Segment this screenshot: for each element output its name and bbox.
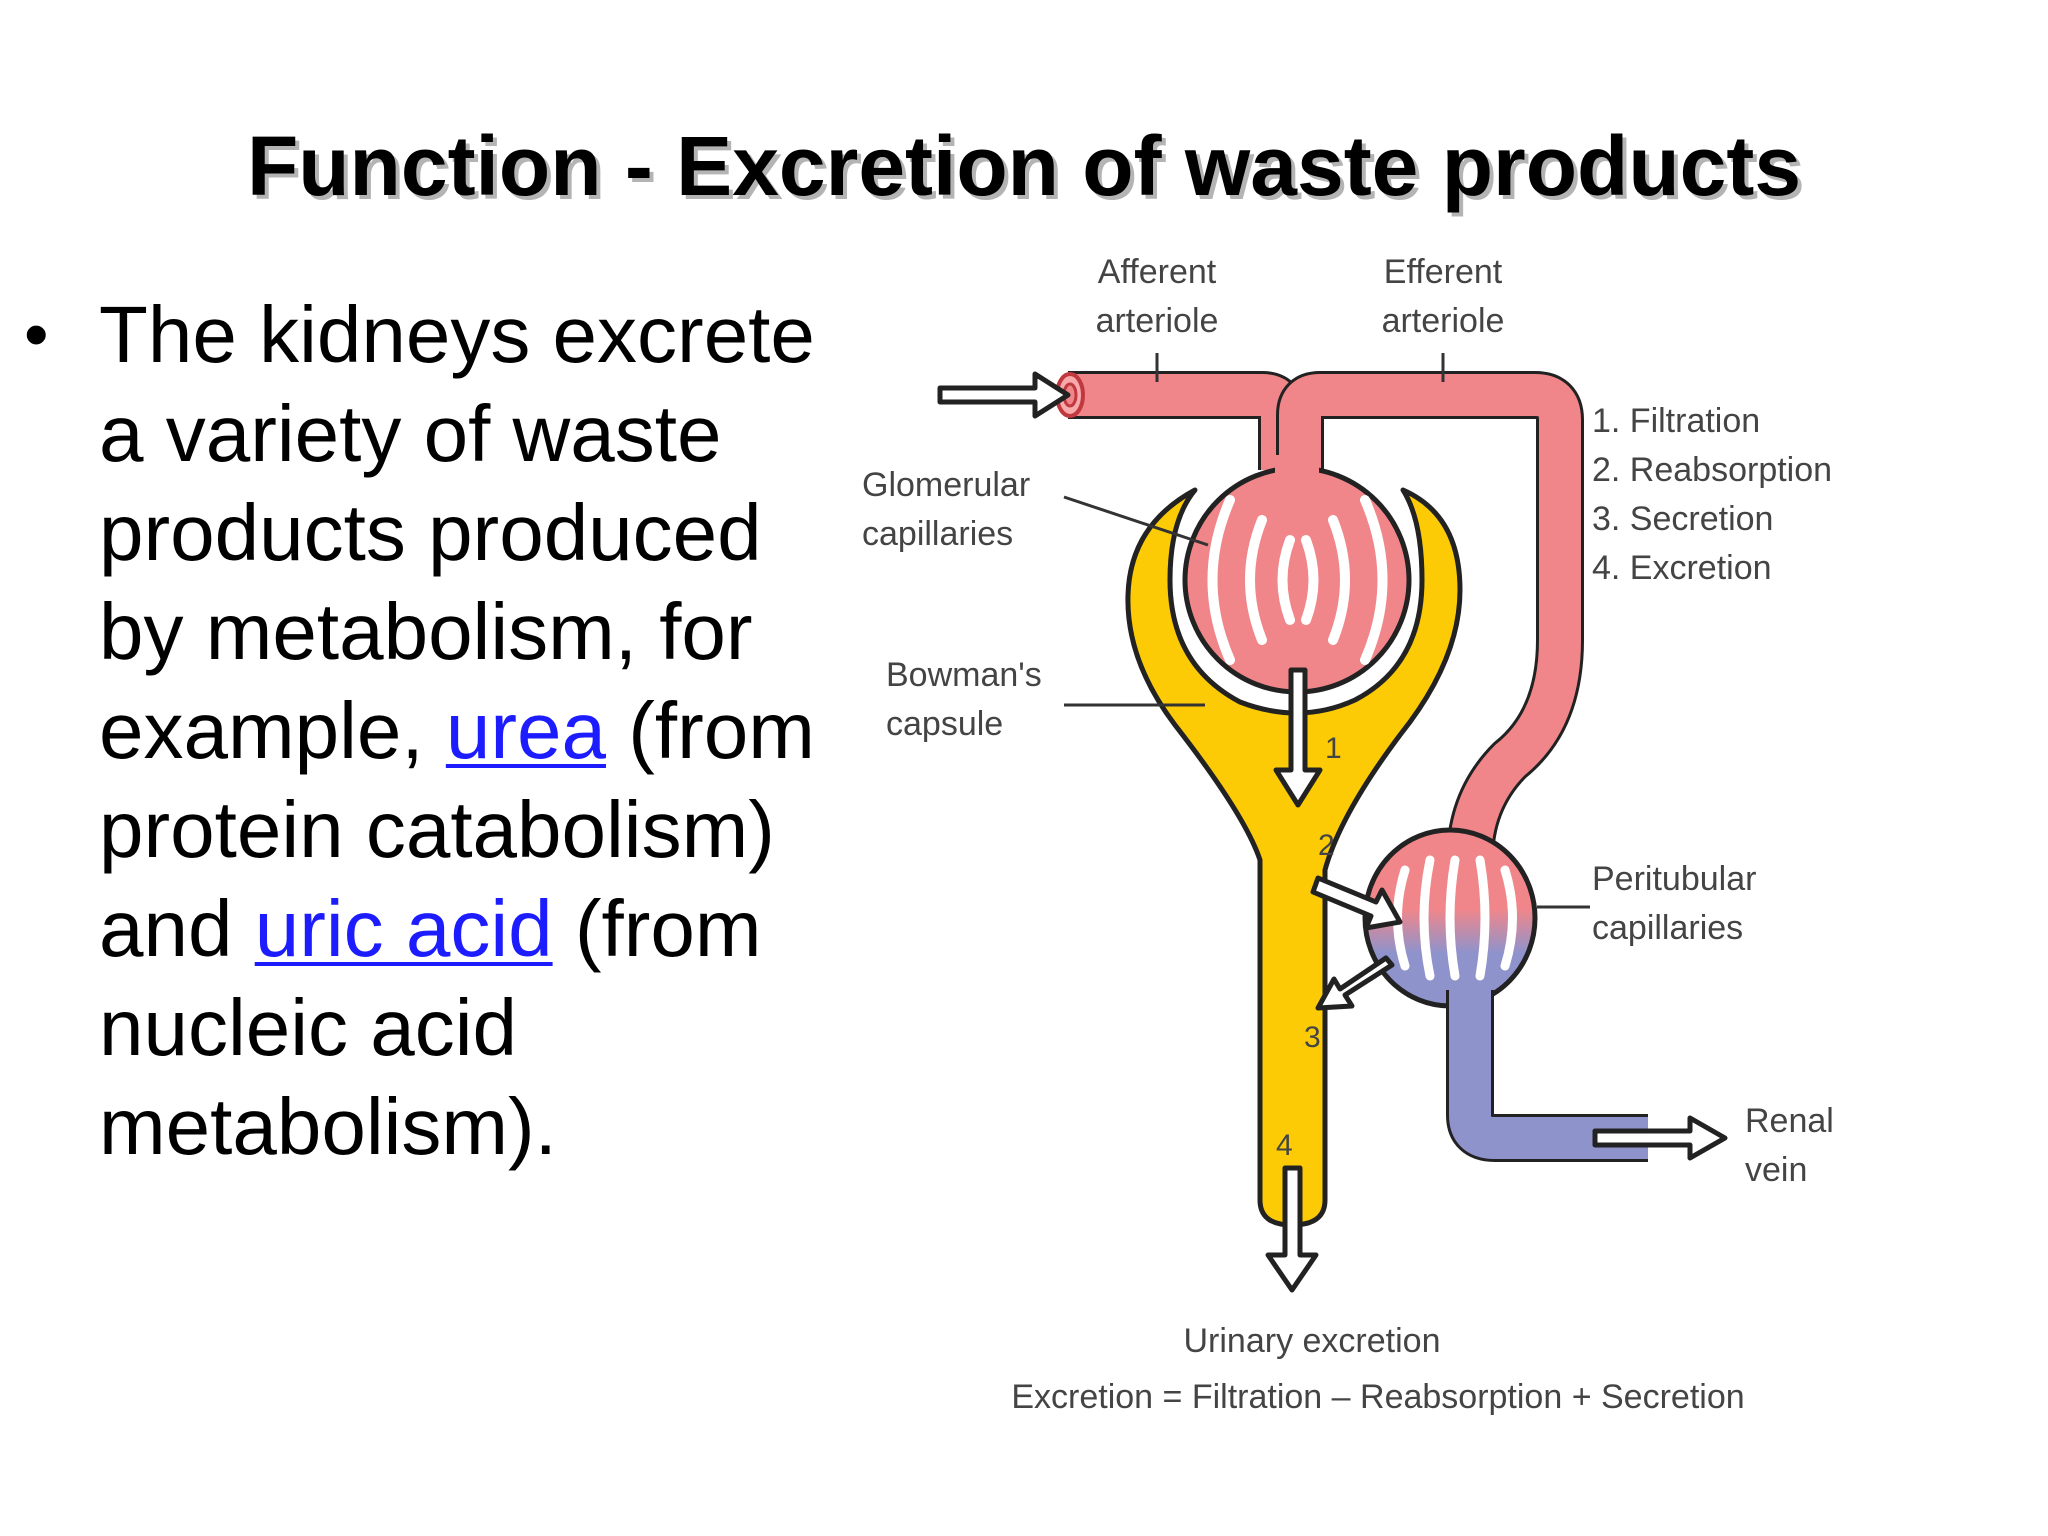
nephron-diagram: Afferent arteriole Efferent arteriole Gl…: [862, 253, 1834, 1416]
afferent-inflow-arrow: [937, 371, 1071, 419]
step-number-1: 1: [1325, 732, 1342, 765]
glomerulus: [1182, 455, 1412, 695]
urea-link[interactable]: urea: [445, 686, 606, 775]
glomerular-leader-line: [1063, 495, 1209, 547]
renal-vein-outflow-arrow: [1592, 1115, 1728, 1161]
excretion-arrow: [1265, 1165, 1319, 1293]
excretion-equation: Excretion = Filtration – Reabsorption + …: [1011, 1378, 1744, 1416]
bullet-text-part3: (from nucleic acid metabolism).: [99, 884, 762, 1171]
renal-vein-label-line1: Renal: [1745, 1102, 1834, 1140]
legend-item-secretion: 3. Secretion: [1592, 500, 1773, 538]
legend-item-filtration: 1. Filtration: [1592, 402, 1760, 440]
bullet-text: The kidneys excrete a variety of waste p…: [99, 285, 859, 1176]
step-number-3: 3: [1304, 1021, 1321, 1054]
efferent-arteriole: [1276, 371, 1584, 861]
peritubular-label-line1: Peritubular: [1592, 860, 1756, 898]
slide-title: Function - Excretion of waste products: [246, 119, 1802, 213]
bullet-text-part1: The kidneys excrete a variety of waste p…: [99, 290, 815, 775]
bullet-text-part2: (from protein catabolism) and: [99, 686, 815, 973]
step-number-2: 2: [1318, 829, 1335, 862]
afferent-arteriole: [1055, 371, 1306, 470]
glomerular-label-line1: Glomerular: [862, 466, 1030, 504]
bullet-marker: •: [24, 295, 49, 373]
peritubular-capillaries: [1362, 827, 1538, 1009]
bowmans-label-line1: Bowman's: [886, 656, 1042, 694]
step-number-4: 4: [1276, 1129, 1293, 1162]
reabsorption-arrow: [1310, 875, 1403, 931]
legend-item-reabsorption: 2. Reabsorption: [1592, 451, 1832, 489]
legend-item-excretion: 4. Excretion: [1592, 549, 1772, 587]
urinary-excretion-label: Urinary excretion: [1184, 1322, 1441, 1360]
leader-lines: [1063, 353, 1590, 909]
bowmans-capsule-tubule: [1125, 487, 1463, 1228]
efferent-label-line1: Efferent: [1384, 253, 1503, 291]
afferent-label-line1: Afferent: [1098, 253, 1217, 291]
efferent-label-line2: arteriole: [1382, 302, 1505, 340]
secretion-arrow: [1315, 955, 1395, 1011]
filtration-arrow: [1273, 667, 1323, 808]
afferent-label-line2: arteriole: [1096, 302, 1219, 340]
renal-vein-label-line2: vein: [1745, 1151, 1807, 1189]
peritubular-label-line2: capillaries: [1592, 909, 1743, 947]
uric-acid-link[interactable]: uric acid: [254, 884, 553, 973]
bowmans-label-line2: capsule: [886, 705, 1003, 743]
glomerular-label-line2: capillaries: [862, 515, 1013, 553]
renal-vein: [1446, 985, 1648, 1162]
